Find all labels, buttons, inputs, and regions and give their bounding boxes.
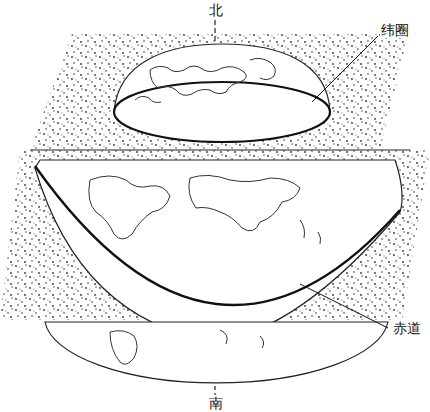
axis-label: 北	[208, 2, 224, 18]
axis-label: 南	[208, 395, 224, 411]
axis-label: 赤道	[392, 320, 422, 336]
axis-label: 纬圈	[380, 22, 410, 38]
